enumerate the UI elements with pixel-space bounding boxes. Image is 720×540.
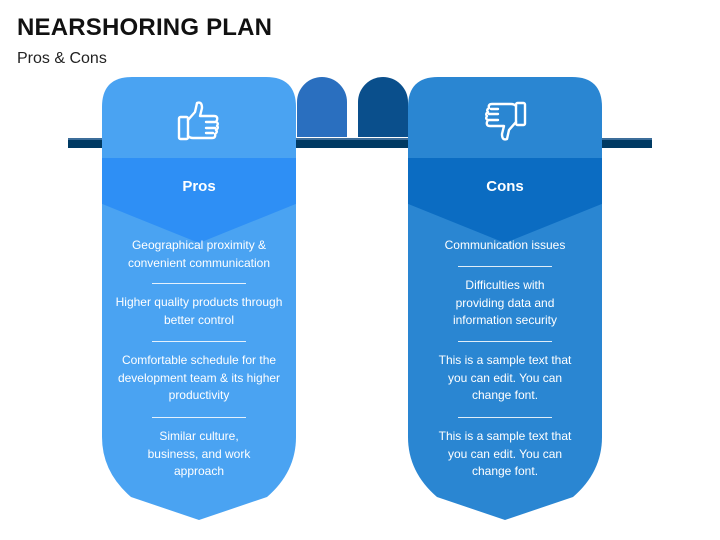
cons-ribbon-fold	[358, 77, 408, 137]
pros-divider-3	[152, 417, 246, 418]
pros-item-2: Higher quality products through better c…	[115, 295, 283, 327]
cons-divider-1	[458, 266, 552, 267]
cons-header-band	[408, 158, 602, 243]
cons-heading: Cons	[486, 178, 524, 195]
thumbs-up-icon	[175, 97, 223, 145]
pros-item-1: Geographical proximity & convenient comm…	[127, 238, 271, 270]
pros-divider-2	[152, 341, 246, 342]
hanging-rod	[68, 138, 652, 148]
pros-ribbon-fold	[297, 77, 347, 137]
pros-item-4: Similar culture, business, and work appr…	[147, 429, 251, 478]
thumbs-down-icon	[481, 97, 529, 145]
page-subtitle: Pros & Cons	[17, 50, 107, 67]
cons-item-1: Communication issues	[444, 238, 566, 252]
cons-banner: Cons Communication issues Difficulties w…	[408, 77, 602, 520]
cons-item-2: Difficulties with providing data and inf…	[452, 278, 558, 327]
cons-item-4: This is a sample text that you can edit.…	[438, 429, 572, 478]
pros-divider-1	[152, 283, 246, 284]
pros-heading: Pros	[182, 178, 216, 195]
cons-divider-3	[458, 417, 552, 418]
pros-banner: Pros Geographical proximity & convenient…	[102, 77, 296, 520]
pros-header-band	[102, 158, 296, 243]
cons-item-3: This is a sample text that you can edit.…	[438, 353, 572, 402]
pros-item-3: Comfortable schedule for the development…	[117, 353, 281, 402]
page-title: NEARSHORING PLAN	[17, 14, 273, 41]
cons-divider-2	[458, 341, 552, 342]
